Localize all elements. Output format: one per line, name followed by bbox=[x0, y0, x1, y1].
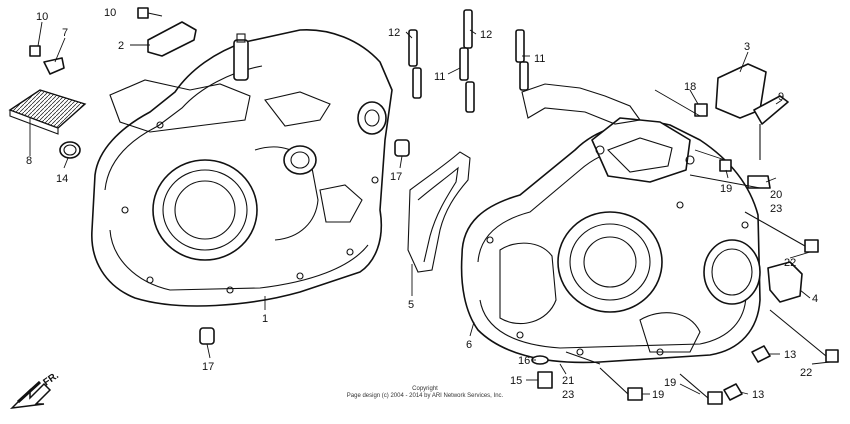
callout-label: 6 bbox=[466, 339, 472, 351]
cover-plate bbox=[767, 261, 803, 303]
dowel-17-upper bbox=[394, 139, 410, 157]
callout-label: 23 bbox=[770, 203, 782, 215]
callout-label: 10 bbox=[36, 11, 48, 23]
copyright-line-2: Page design (c) 2004 - 2014 by ARI Netwo… bbox=[346, 393, 504, 399]
setting-plate bbox=[147, 21, 197, 57]
copyright-notice: Copyright Page design (c) 2004 - 2014 by… bbox=[0, 386, 850, 400]
callout-label: 5 bbox=[408, 299, 414, 311]
callout-label: 22 bbox=[784, 257, 796, 269]
callout-label: 17 bbox=[202, 361, 214, 373]
callout-label: 23 bbox=[562, 389, 574, 401]
callout-label: 18 bbox=[684, 81, 696, 93]
callout-label: 15 bbox=[510, 375, 522, 387]
callout-label: 10 bbox=[104, 7, 116, 19]
left-crankcase bbox=[91, 29, 393, 307]
callout-label: 13 bbox=[784, 349, 796, 361]
bolts-right bbox=[654, 89, 839, 363]
callout-label: 11 bbox=[534, 53, 545, 65]
callout-label: 14 bbox=[56, 173, 68, 185]
callout-label: 4 bbox=[812, 293, 818, 305]
bolt-10-upper bbox=[137, 7, 163, 19]
callout-label: 22 bbox=[800, 367, 812, 379]
callout-label: 17 bbox=[390, 171, 402, 183]
callout-label: 11 bbox=[434, 71, 445, 83]
copyright-line-1: Copyright bbox=[412, 386, 438, 392]
callout-label: 7 bbox=[62, 27, 68, 39]
dowel-pins bbox=[408, 9, 529, 113]
callout-label: 21 bbox=[562, 375, 574, 387]
callout-label: 3 bbox=[744, 41, 750, 53]
crankcase-gasket bbox=[407, 151, 471, 273]
washer-13b bbox=[723, 383, 743, 401]
callout-label: 19 bbox=[664, 377, 676, 389]
callout-label: 8 bbox=[26, 155, 32, 167]
upper-gasket bbox=[521, 83, 641, 125]
leader-lines bbox=[29, 21, 831, 395]
callout-label: 12 bbox=[480, 29, 492, 41]
callout-label: 19 bbox=[652, 389, 664, 401]
callout-label: 16 bbox=[518, 355, 530, 367]
washer-13a bbox=[751, 345, 771, 363]
oil-strainer-screen bbox=[8, 89, 87, 135]
dowel-17-lower bbox=[199, 327, 215, 345]
callout-label: 13 bbox=[752, 389, 764, 401]
callout-label: 1 bbox=[262, 313, 268, 325]
callout-label: 19 bbox=[720, 183, 732, 195]
callout-label: 20 bbox=[770, 189, 782, 201]
gasket-inner-edge bbox=[417, 166, 459, 263]
breather-tube-9 bbox=[753, 95, 789, 125]
callout-label: 12 bbox=[388, 27, 400, 39]
bolts-bottom bbox=[531, 351, 723, 405]
o-ring bbox=[59, 141, 81, 159]
callout-label: 2 bbox=[118, 40, 124, 52]
callout-label: 9 bbox=[778, 91, 784, 103]
right-crankcase bbox=[460, 117, 761, 364]
callout-labels: 10 10 7 2 8 14 1 17 17 12 12 11 11 5 6 3… bbox=[26, 7, 818, 401]
bolt-10-and-clamp-7 bbox=[29, 45, 65, 75]
